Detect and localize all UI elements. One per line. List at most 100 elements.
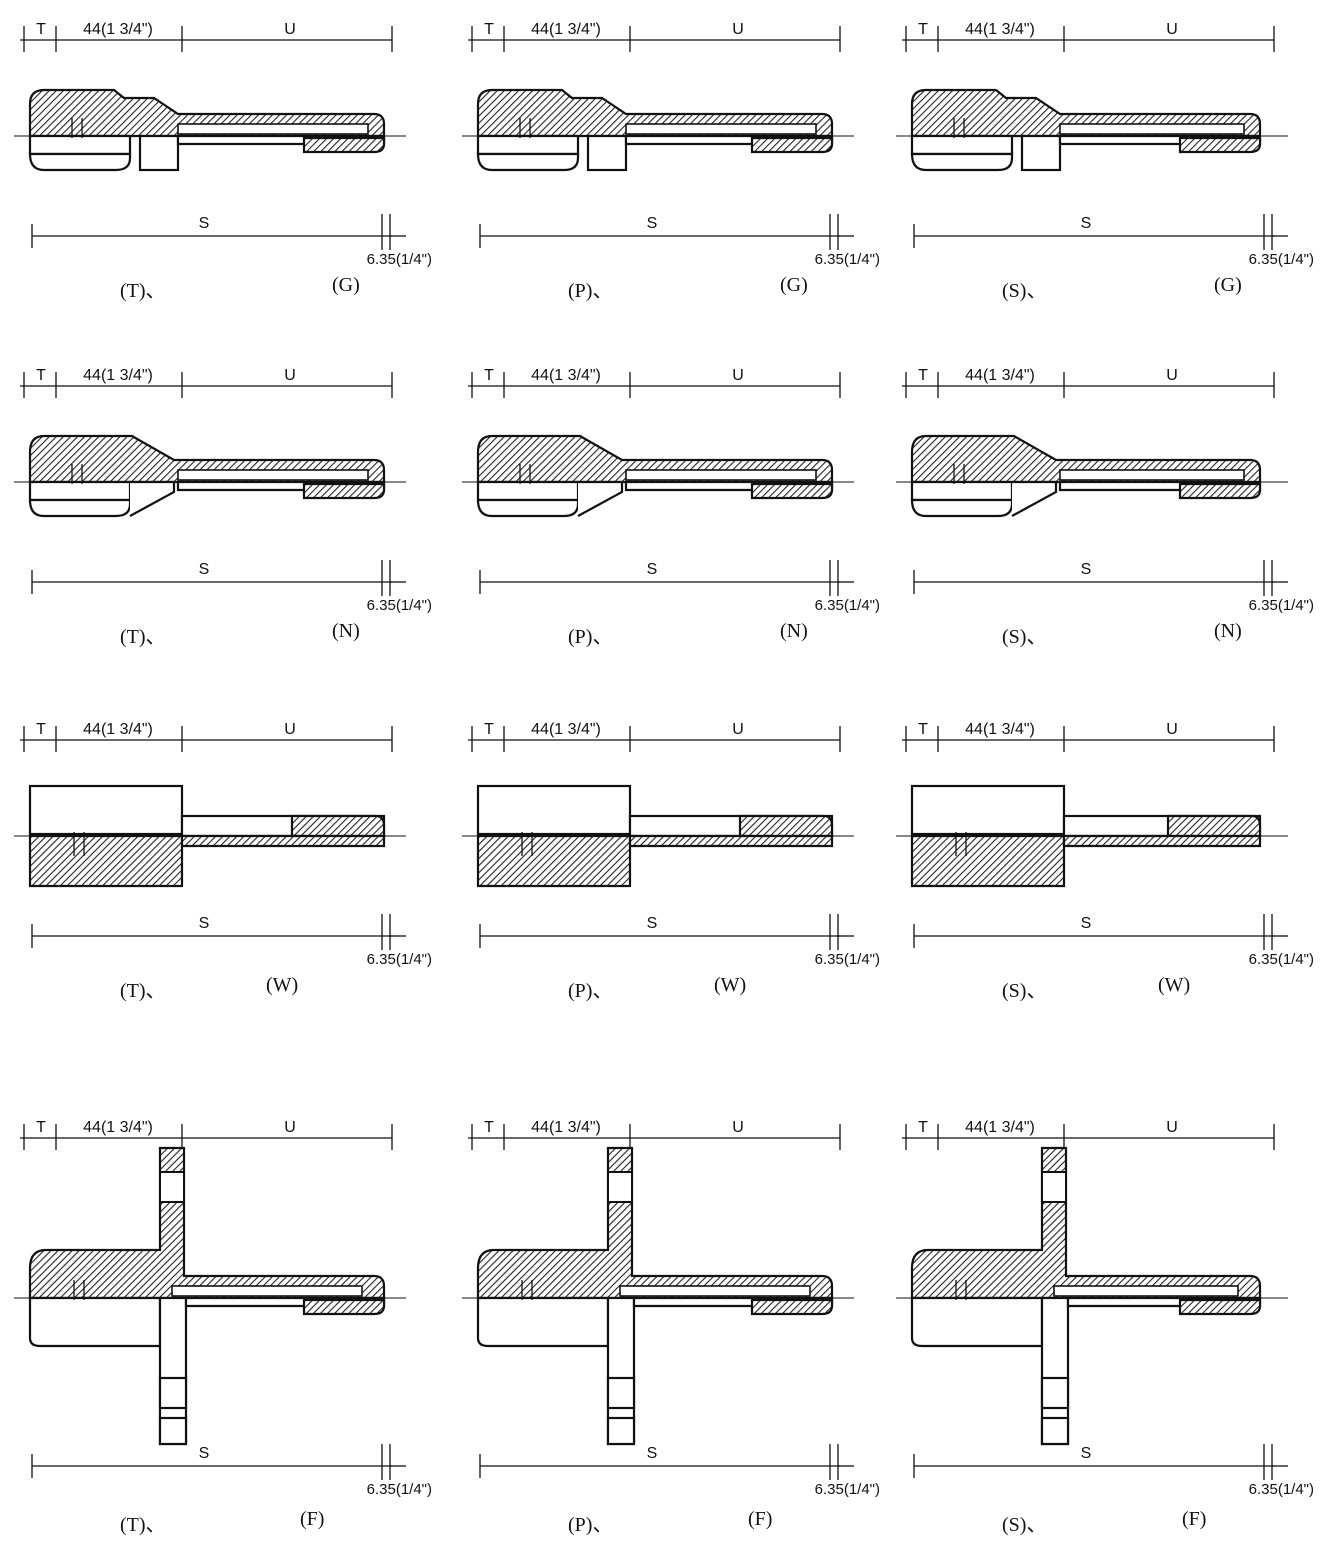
dim-label-u: U (284, 1119, 296, 1136)
caption-material: (T)、 (120, 980, 166, 1002)
bore (625, 123, 817, 135)
dim-label-t: T (36, 21, 46, 38)
dim-label-u: U (1166, 367, 1178, 384)
dim-label-tip: 6.35(1/4") (367, 597, 432, 614)
dim-label-s: S (647, 1445, 658, 1462)
bore (625, 469, 817, 481)
dim-label-44: 44(1 3/4") (965, 21, 1035, 38)
tip-section-lower (1178, 1298, 1262, 1316)
weld-socket-outline (28, 784, 184, 836)
dim-label-u: U (732, 1119, 744, 1136)
dim-label-t: T (36, 367, 46, 384)
dim-label-44: 44(1 3/4") (531, 721, 601, 738)
body-lower (28, 1296, 162, 1348)
caption-material: (S)、 (1002, 980, 1047, 1002)
caption-material: (T)、 (120, 1514, 166, 1536)
dim-label-u: U (732, 21, 744, 38)
dim-label-tip: 6.35(1/4") (1249, 951, 1314, 968)
dim-label-tip: 6.35(1/4") (1249, 597, 1314, 614)
bolt-hole (1041, 1171, 1067, 1203)
shank (138, 134, 180, 172)
dim-label-s: S (647, 915, 658, 932)
bolt-hole (1040, 1376, 1070, 1410)
dim-label-44: 44(1 3/4") (531, 1119, 601, 1136)
bore (171, 1285, 363, 1297)
dim-label-44: 44(1 3/4") (965, 721, 1035, 738)
caption-style: (N) (332, 620, 360, 642)
dim-label-t: T (484, 21, 494, 38)
dim-label-tip: 6.35(1/4") (815, 1481, 880, 1498)
weld-socket-outline (476, 784, 632, 836)
bore (177, 123, 369, 135)
dim-label-t: T (918, 721, 928, 738)
dim-label-44: 44(1 3/4") (83, 21, 153, 38)
weld-socket-section (476, 834, 632, 888)
tapered-neck (577, 480, 624, 517)
dim-label-s: S (647, 215, 658, 232)
bolt-hole (606, 1376, 636, 1410)
dim-label-u: U (1166, 1119, 1178, 1136)
caption-material: (S)、 (1002, 280, 1047, 302)
flange-body-section (28, 1146, 386, 1300)
hex-flat-upper (910, 480, 1014, 502)
caption-material: (P)、 (568, 626, 613, 648)
dim-label-t: T (484, 367, 494, 384)
dim-label-tip: 6.35(1/4") (1249, 1481, 1314, 1498)
dim-label-u: U (284, 721, 296, 738)
bolt-hole (607, 1171, 633, 1203)
dim-label-44: 44(1 3/4") (965, 1119, 1035, 1136)
shank (1020, 134, 1062, 172)
hex-flat-lower (476, 152, 580, 172)
dim-label-t: T (36, 721, 46, 738)
dim-label-u: U (284, 21, 296, 38)
hex-flat-lower (910, 498, 1014, 518)
dim-label-44: 44(1 3/4") (531, 367, 601, 384)
dim-label-tip: 6.35(1/4") (1249, 251, 1314, 268)
bore (1059, 469, 1245, 481)
caption-style: (G) (780, 274, 808, 296)
bolt-hole (1040, 1416, 1070, 1446)
dim-label-s: S (1081, 915, 1092, 932)
flange-body-section (476, 1146, 834, 1300)
weld-socket-section (910, 834, 1066, 888)
dim-label-44: 44(1 3/4") (965, 367, 1035, 384)
dim-label-tip: 6.35(1/4") (815, 597, 880, 614)
dim-label-u: U (1166, 21, 1178, 38)
bolt-hole (606, 1416, 636, 1446)
dim-label-t: T (918, 367, 928, 384)
hex-flat-lower (28, 152, 132, 172)
body-lower (910, 1296, 1044, 1348)
weld-socket-section (28, 834, 184, 888)
dim-label-tip: 6.35(1/4") (367, 251, 432, 268)
dim-label-tip: 6.35(1/4") (367, 951, 432, 968)
dim-label-s: S (1081, 215, 1092, 232)
tip-section (290, 814, 386, 838)
caption-style: (N) (1214, 620, 1242, 642)
caption-style: (W) (714, 974, 747, 996)
dim-label-44: 44(1 3/4") (83, 721, 153, 738)
bore (1059, 123, 1245, 135)
dim-label-s: S (1081, 1445, 1092, 1462)
dim-label-t: T (36, 1119, 46, 1136)
tip-section-lower (302, 136, 386, 154)
dim-label-tip: 6.35(1/4") (367, 1481, 432, 1498)
dim-label-s: S (199, 1445, 210, 1462)
caption-style: (G) (332, 274, 360, 296)
